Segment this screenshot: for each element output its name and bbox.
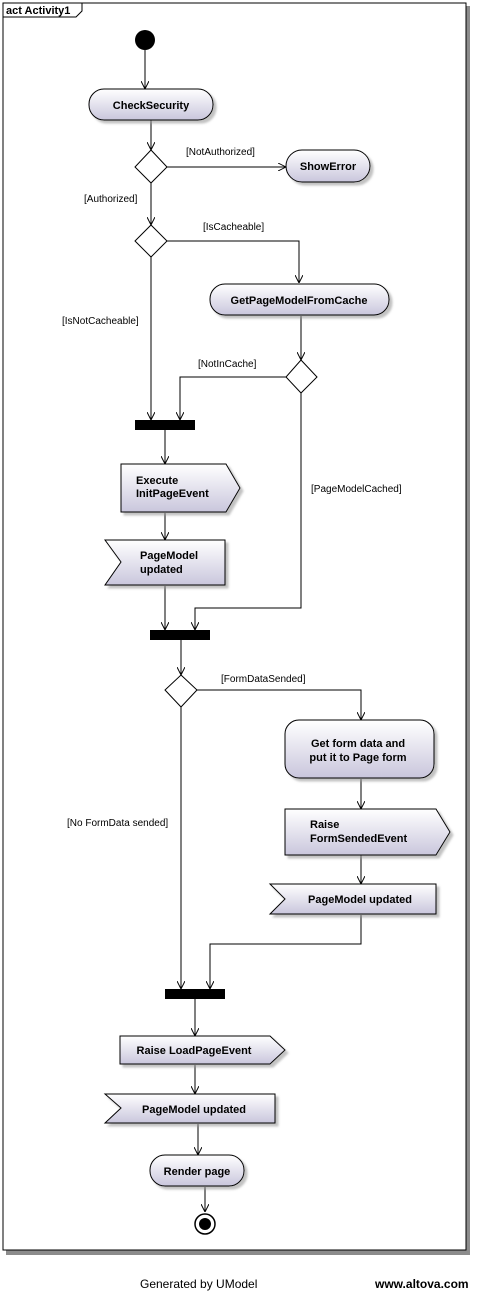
page-model-updated-2-label: PageModel updated	[308, 894, 412, 906]
control-flows	[145, 50, 361, 1212]
signal-execute-init-page-event: Execute InitPageEvent	[120, 463, 241, 513]
flow-pagemodel2-to-join	[210, 915, 362, 989]
guard-authorized: [Authorized]	[84, 194, 138, 205]
join-bar-form-data	[165, 989, 225, 999]
signal-raise-load-page-event: Raise LoadPageEvent	[119, 1035, 286, 1065]
decision-form-data	[164, 674, 198, 708]
action-render-page: Render page	[149, 1154, 245, 1187]
execute-init-page-event-line1: Execute	[136, 475, 178, 487]
join-bar-page-model	[150, 630, 210, 640]
signal-raise-form-sended-event: Raise FormSendedEvent	[284, 808, 451, 856]
decision-authorization	[134, 149, 168, 184]
guard-no-form-data-sended: [No FormData sended]	[67, 818, 168, 829]
check-security-label: CheckSecurity	[113, 100, 190, 112]
guard-not-in-cache: [NotInCache]	[198, 359, 257, 370]
guard-is-cacheable: [IsCacheable]	[203, 222, 264, 233]
raise-form-sended-event-line2: FormSendedEvent	[310, 833, 408, 845]
get-page-model-from-cache-label: GetPageModelFromCache	[231, 295, 368, 307]
generated-by-text: Generated by UModel	[140, 1277, 258, 1291]
guard-labels: [NotAuthorized] [Authorized] [IsCacheabl…	[62, 147, 402, 829]
render-page-label: Render page	[164, 1166, 231, 1178]
get-form-data-line1: Get form data and	[311, 738, 405, 750]
page-model-updated-1-line2: updated	[140, 564, 183, 576]
flow-form-data-sended	[197, 689, 361, 720]
guard-form-data-sended: [FormDataSended]	[221, 674, 306, 685]
execute-init-page-event-line2: InitPageEvent	[136, 488, 209, 500]
event-page-model-updated-3: PageModel updated	[103, 1093, 276, 1124]
join-bar-cache	[135, 420, 195, 430]
initial-node	[135, 30, 155, 50]
page-model-updated-3-label: PageModel updated	[142, 1104, 246, 1116]
guard-page-model-cached: [PageModelCached]	[311, 484, 402, 495]
flow-page-model-cached	[195, 393, 302, 630]
get-form-data-line2: put it to Page form	[309, 752, 406, 764]
flow-not-in-cache	[180, 376, 286, 420]
website-link[interactable]: www.altova.com	[375, 1277, 469, 1291]
raise-form-sended-event-line1: Raise	[310, 819, 339, 831]
action-get-form-data: Get form data and put it to Page form	[284, 719, 435, 779]
raise-load-page-event-label: Raise LoadPageEvent	[137, 1045, 252, 1057]
decision-in-cache	[285, 359, 318, 394]
guard-is-not-cacheable: [IsNotCacheable]	[62, 316, 139, 327]
guard-not-authorized: [NotAuthorized]	[186, 147, 255, 158]
final-node	[194, 1213, 216, 1235]
action-get-page-model-from-cache: GetPageModelFromCache	[209, 283, 390, 316]
action-check-security: CheckSecurity	[88, 88, 214, 121]
action-show-error: ShowError	[285, 149, 371, 183]
activity-frame: act Activity1	[2, 2, 470, 1255]
flow-is-cacheable	[167, 240, 299, 283]
show-error-label: ShowError	[300, 161, 357, 173]
event-page-model-updated-1: PageModel updated	[104, 539, 226, 586]
frame-title: act Activity1	[6, 5, 70, 17]
decision-cacheable	[134, 224, 168, 258]
event-page-model-updated-2: PageModel updated	[268, 883, 437, 915]
page-model-updated-1-line1: PageModel	[140, 550, 198, 562]
